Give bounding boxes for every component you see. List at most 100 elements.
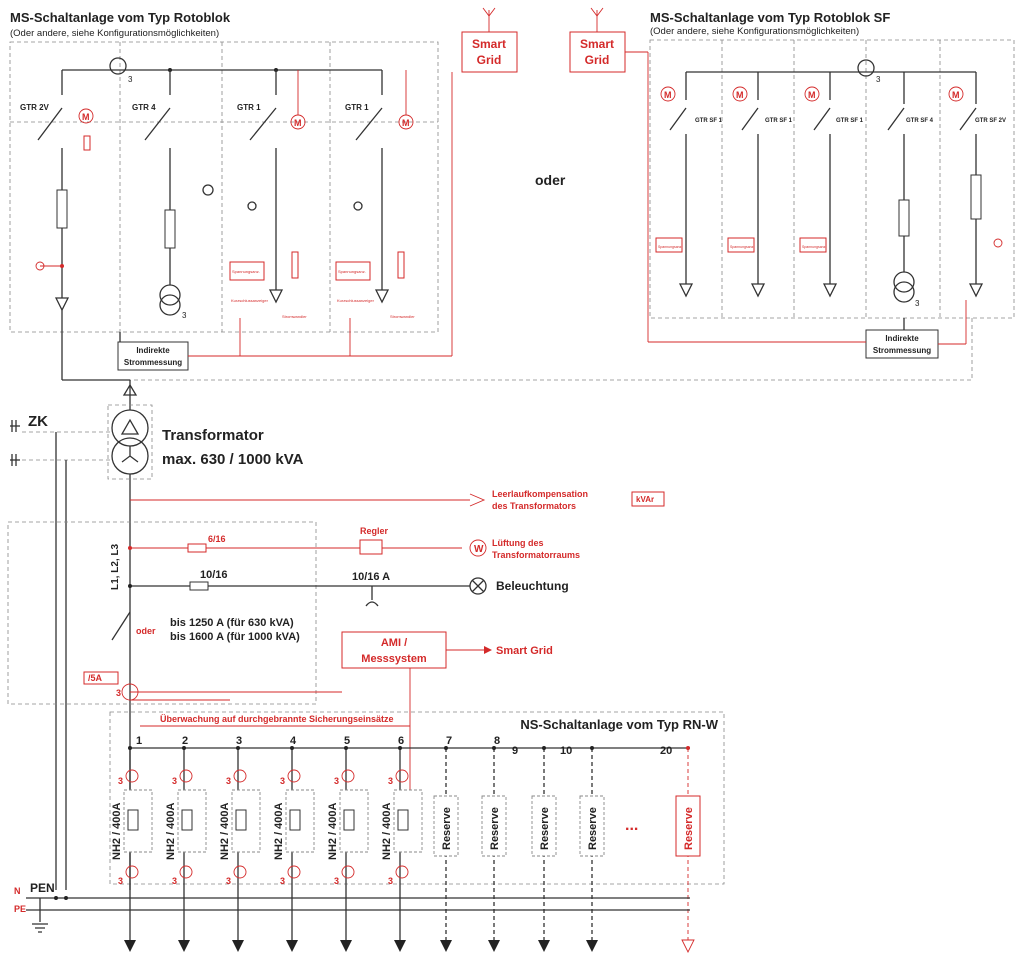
svg-text:M: M — [664, 90, 672, 100]
cable-end-icon — [340, 940, 352, 952]
voltage-indicator-box — [335, 261, 371, 281]
ms-right-field-label: GTR SF 4 — [906, 118, 934, 124]
cable-end-icon — [268, 289, 284, 304]
fuse-icon — [970, 174, 982, 220]
ct-count: 3 — [388, 876, 393, 886]
feeder-number: 10 — [560, 745, 572, 757]
svg-text:Leerlaufkompensation: Leerlaufkompensation — [492, 489, 588, 499]
cable-end-icon — [968, 283, 984, 298]
svg-text:10/16: 10/16 — [200, 569, 228, 581]
ms-left-field-label: GTR 4 — [132, 103, 156, 112]
svg-text:Indirekte: Indirekte — [885, 334, 919, 343]
cable-end-icon — [678, 283, 694, 298]
pe-label: PE — [14, 904, 26, 914]
svg-text:/5A: /5A — [88, 673, 103, 683]
feeder-number: 1 — [136, 735, 142, 747]
svg-text:Indirekte: Indirekte — [136, 346, 170, 355]
svg-text:3: 3 — [128, 75, 133, 84]
oder-label: oder — [535, 172, 566, 188]
transformer-primary-icon — [111, 409, 149, 447]
svg-text:Lüftung des: Lüftung des — [492, 538, 544, 548]
ct-count: 3 — [388, 776, 393, 786]
ns-switchgear: NS-Schaltanlage vom Typ RN-W Überwachung… — [109, 711, 725, 954]
ms-left-subtitle: (Oder andere, siehe Konfigurationsmöglic… — [10, 28, 219, 39]
svg-text:Kurzschlussanzeiger: Kurzschlussanzeiger — [231, 298, 269, 303]
svg-text:W: W — [474, 544, 484, 555]
cable-end-icon — [586, 940, 598, 952]
svg-text:M: M — [952, 90, 960, 100]
svg-text:M: M — [294, 118, 302, 128]
feeder-number: 20 — [660, 745, 672, 757]
svg-text:Messsystem: Messsystem — [361, 653, 427, 665]
cable-end-icon — [54, 297, 70, 312]
feeder-number: 6 — [398, 735, 404, 747]
voltage-transformer-icon — [893, 271, 915, 293]
nh-label: NH2 / 400A — [219, 802, 231, 860]
cable-end-icon — [124, 940, 136, 952]
earthing: N PE PEN — [14, 881, 690, 933]
svg-text:3: 3 — [915, 299, 920, 308]
ct-count: 3 — [172, 776, 177, 786]
svg-text:M: M — [808, 90, 816, 100]
capacitor-icon — [469, 493, 486, 507]
fan-icon — [469, 539, 487, 557]
fuse-icon — [187, 543, 207, 553]
transformer-title: Transformator — [162, 427, 264, 444]
feeder-number: 2 — [182, 735, 188, 747]
nh-label: NH2 / 400A — [165, 802, 177, 860]
svg-text:AMI /: AMI / — [381, 637, 407, 649]
svg-text:Stromwandler: Stromwandler — [390, 314, 415, 319]
transformer-rating: max. 630 / 1000 kVA — [162, 451, 304, 468]
monitoring-label: Überwachung auf durchgebrannte Sicherung… — [160, 714, 394, 724]
cable-end-icon — [178, 940, 190, 952]
rating-1: bis 1250 A (für 630 kVA) — [170, 617, 294, 629]
ms-right-switchgear: MS-Schaltanlage vom Typ Rotoblok SF (Ode… — [648, 10, 1015, 359]
fuse-icon — [898, 199, 910, 237]
rating-2: bis 1600 A (für 1000 kVA) — [170, 631, 300, 643]
cable-end-icon — [538, 940, 550, 952]
ms-left-field-label: GTR 2V — [20, 103, 50, 112]
svg-text:M: M — [82, 112, 90, 122]
svg-text:Strommessung: Strommessung — [873, 346, 931, 355]
lamp-icon — [469, 577, 487, 595]
cable-end-icon — [681, 939, 695, 954]
ct-count: 3 — [226, 776, 231, 786]
antenna-icon — [482, 7, 496, 17]
ms-right-field-label: GTR SF 1 — [765, 118, 793, 124]
cable-end-icon — [374, 289, 390, 304]
voltage-indicator-box — [229, 261, 265, 281]
dots-label: ... — [625, 817, 638, 834]
ct-count: 3 — [334, 876, 339, 886]
n-label: N — [14, 886, 21, 896]
svg-text:Transformatorraums: Transformatorraums — [492, 550, 580, 560]
ct-count: 3 — [118, 876, 123, 886]
smart-grid-box-right: Smart Grid — [569, 7, 649, 342]
nh-label: NH2 / 400A — [381, 802, 393, 860]
svg-text:Regler: Regler — [360, 526, 389, 536]
ms-right-field-label: GTR SF 1 — [836, 118, 864, 124]
main-switch-icon — [111, 611, 131, 641]
svg-text:Stromwandler: Stromwandler — [282, 314, 307, 319]
svg-text:Spannungsanz.: Spannungsanz. — [802, 245, 826, 249]
pen-label: PEN — [30, 881, 55, 895]
svg-text:Strommessung: Strommessung — [124, 358, 182, 367]
reserve-box — [531, 795, 557, 857]
reserve-label: Reserve — [587, 807, 599, 850]
smart-grid-box-left: Smart Grid — [451, 7, 518, 356]
ct-count: 3 — [172, 876, 177, 886]
ms-left-frame — [9, 41, 439, 333]
svg-text:des Transformators: des Transformators — [492, 501, 576, 511]
svg-text:3: 3 — [876, 75, 881, 84]
feeder-number: 7 — [446, 735, 452, 747]
svg-text:Smart: Smart — [472, 37, 506, 51]
ms-left-field-label: GTR 1 — [237, 103, 261, 112]
cable-end-icon — [232, 940, 244, 952]
motor-icon — [804, 86, 820, 102]
cable-end-icon — [822, 283, 838, 298]
